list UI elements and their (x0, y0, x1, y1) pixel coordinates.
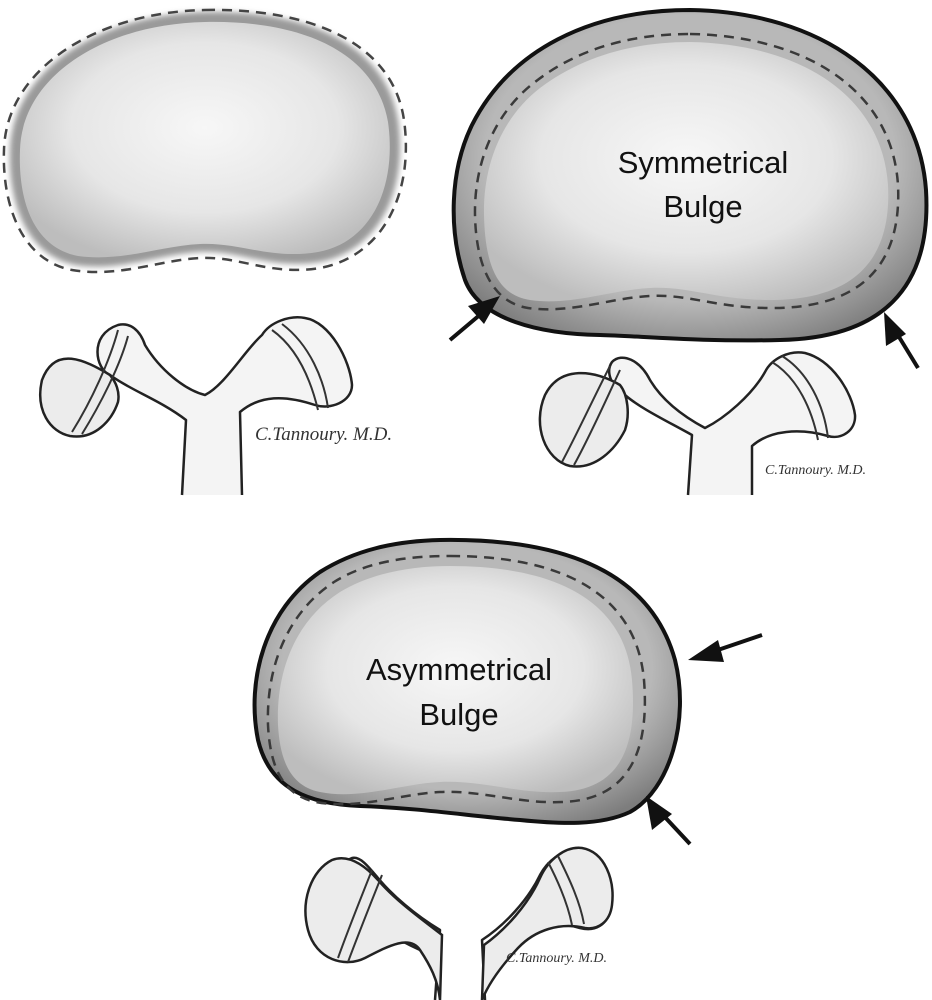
symmetrical-right-arrow-icon (884, 312, 920, 370)
asymmetrical-right-wing (480, 846, 614, 1000)
symmetrical-label-line1: Symmetrical (618, 145, 789, 180)
asymmetrical-label-line2: Bulge (419, 697, 498, 732)
normal-disc-panel: C.Tannoury. M.D. (2, 8, 408, 496)
symmetrical-left-lamina-line (573, 369, 621, 466)
symmetrical-signature: C.Tannoury. M.D. (765, 463, 866, 478)
asymmetrical-label-line1: Asymmetrical (366, 652, 552, 687)
normal-vertebra-outline (96, 316, 354, 496)
symmetrical-left-lamina-line (561, 365, 611, 463)
asymmetrical-left-lamina-line (337, 869, 373, 959)
asymmetrical-right-lamina-line (547, 861, 573, 926)
asymmetrical-lower-arrow-icon (646, 796, 692, 846)
symmetrical-bulge-panel: Symmetrical Bulge C.Tannoury. M.D. (448, 7, 929, 496)
normal-left-lamina-line (81, 335, 129, 435)
asymmetrical-bulge-panel: Asymmetrical Bulge C.Tannoury. M.D. (252, 537, 763, 1000)
normal-left-lamina-line (71, 329, 119, 433)
asymmetrical-right-lamina-line (557, 855, 585, 925)
symmetrical-right-lamina-line (781, 355, 829, 439)
normal-right-lamina-line (281, 323, 329, 409)
normal-disc-dashed-outline (2, 8, 408, 274)
symmetrical-dashed-original-outline (473, 32, 900, 311)
normal-right-lamina-line (271, 329, 319, 411)
symmetrical-disc-body (483, 42, 889, 302)
normal-left-lamina (39, 357, 120, 438)
asymmetrical-left-lamina-line (347, 874, 383, 963)
symmetrical-label-line2: Bulge (663, 189, 742, 224)
asymmetrical-vertebra-body (304, 856, 444, 1000)
asymmetrical-upper-arrow-icon (688, 633, 763, 662)
normal-disc-body (19, 21, 390, 258)
normal-signature: C.Tannoury. M.D. (255, 424, 392, 445)
asymmetrical-signature: C.Tannoury. M.D. (506, 951, 607, 966)
symmetrical-right-lamina-line (771, 361, 819, 441)
symmetrical-left-arrow-icon (448, 296, 500, 342)
asymmetrical-disc-body (277, 566, 634, 795)
asymmetrical-dashed-original-outline (266, 554, 647, 806)
